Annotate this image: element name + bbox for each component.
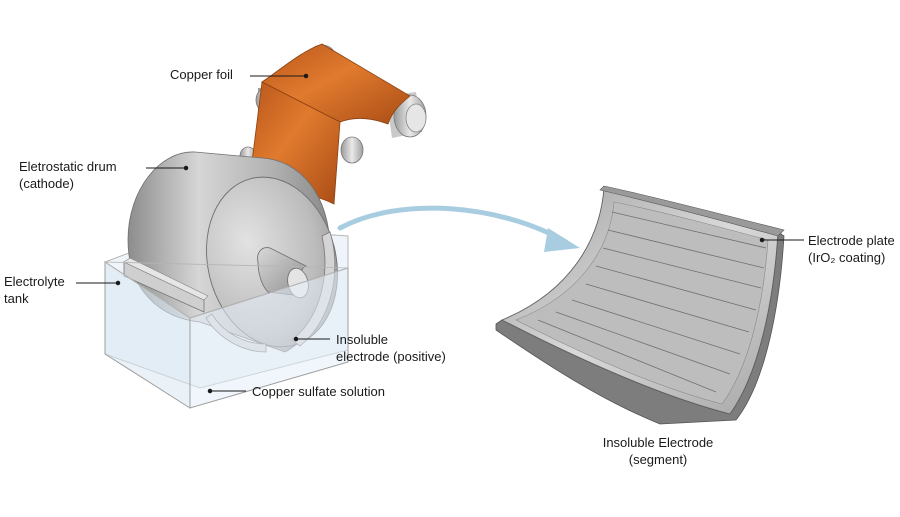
label-insoluble-electrode: Insoluble electrode (positive) [336, 331, 446, 365]
label-tank-line1: Electrolyte [4, 274, 65, 289]
label-copper-foil-text: Copper foil [170, 67, 233, 82]
label-electrolyte-tank: Electrolyte tank [4, 273, 65, 307]
label-plate-line2: (IrO₂ coating) [808, 250, 886, 265]
label-drum-line1: Eletrostatic drum [19, 159, 117, 174]
label-electrode-plate: Electrode plate (IrO₂ coating) [808, 232, 895, 266]
label-electrostatic-drum: Eletrostatic drum (cathode) [19, 158, 117, 192]
label-plate-line1: Electrode plate [808, 233, 895, 248]
label-segment-line2: (segment) [628, 452, 688, 467]
label-copper-foil: Copper foil [170, 66, 233, 83]
electrode-segment [495, 185, 785, 425]
copper-foil-upper [261, 43, 411, 125]
leader-lines [76, 73, 804, 394]
transition-arrow [337, 205, 569, 245]
roller-right [386, 92, 427, 138]
label-drum-line2: (cathode) [19, 176, 74, 191]
label-insoluble-line2: electrode (positive) [336, 349, 446, 364]
tank-front [103, 261, 349, 409]
electrolytic-cell-assembly [103, 43, 427, 409]
transition-arrowhead [544, 228, 580, 252]
label-segment-line1: Insoluble Electrode [602, 435, 714, 450]
roller-middle [340, 136, 364, 164]
label-solution-text: Copper sulfate solution [252, 384, 385, 399]
segment-top-rim [599, 185, 785, 237]
label-copper-sulfate-solution: Copper sulfate solution [252, 383, 385, 400]
tank-top-rim [103, 261, 349, 319]
label-insoluble-electrode-segment: Insoluble Electrode (segment) [592, 434, 724, 468]
label-tank-line2: tank [4, 291, 29, 306]
segment-strip-lines [537, 211, 767, 393]
label-insoluble-line1: Insoluble [336, 332, 389, 347]
